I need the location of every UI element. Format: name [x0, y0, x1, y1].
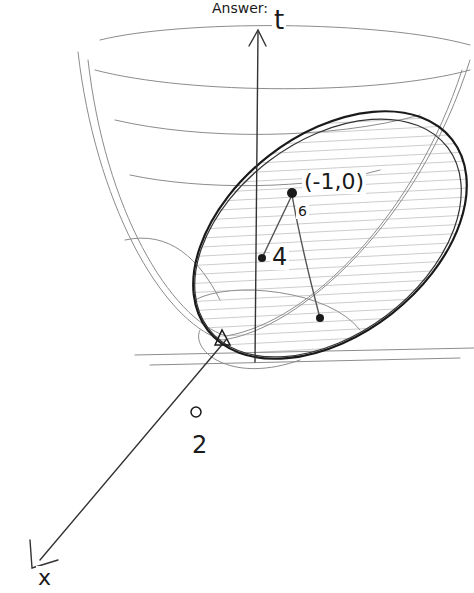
value-label: 4 [270, 244, 289, 270]
x-arrowhead [30, 540, 58, 568]
axes [30, 30, 320, 568]
heading-text: Answer: [210, 1, 270, 16]
x-axis [40, 340, 226, 560]
value-label: 6 [296, 204, 309, 219]
t-axis [255, 32, 258, 362]
axis-label: x [36, 566, 53, 590]
guide-lines [262, 195, 320, 318]
t-arrowhead [249, 30, 266, 46]
cross-section-ellipse [146, 61, 474, 409]
value-label: 2 [190, 432, 209, 458]
point-label: (-1,0) [302, 170, 366, 194]
points [191, 188, 324, 417]
axis-label: t [272, 6, 286, 35]
